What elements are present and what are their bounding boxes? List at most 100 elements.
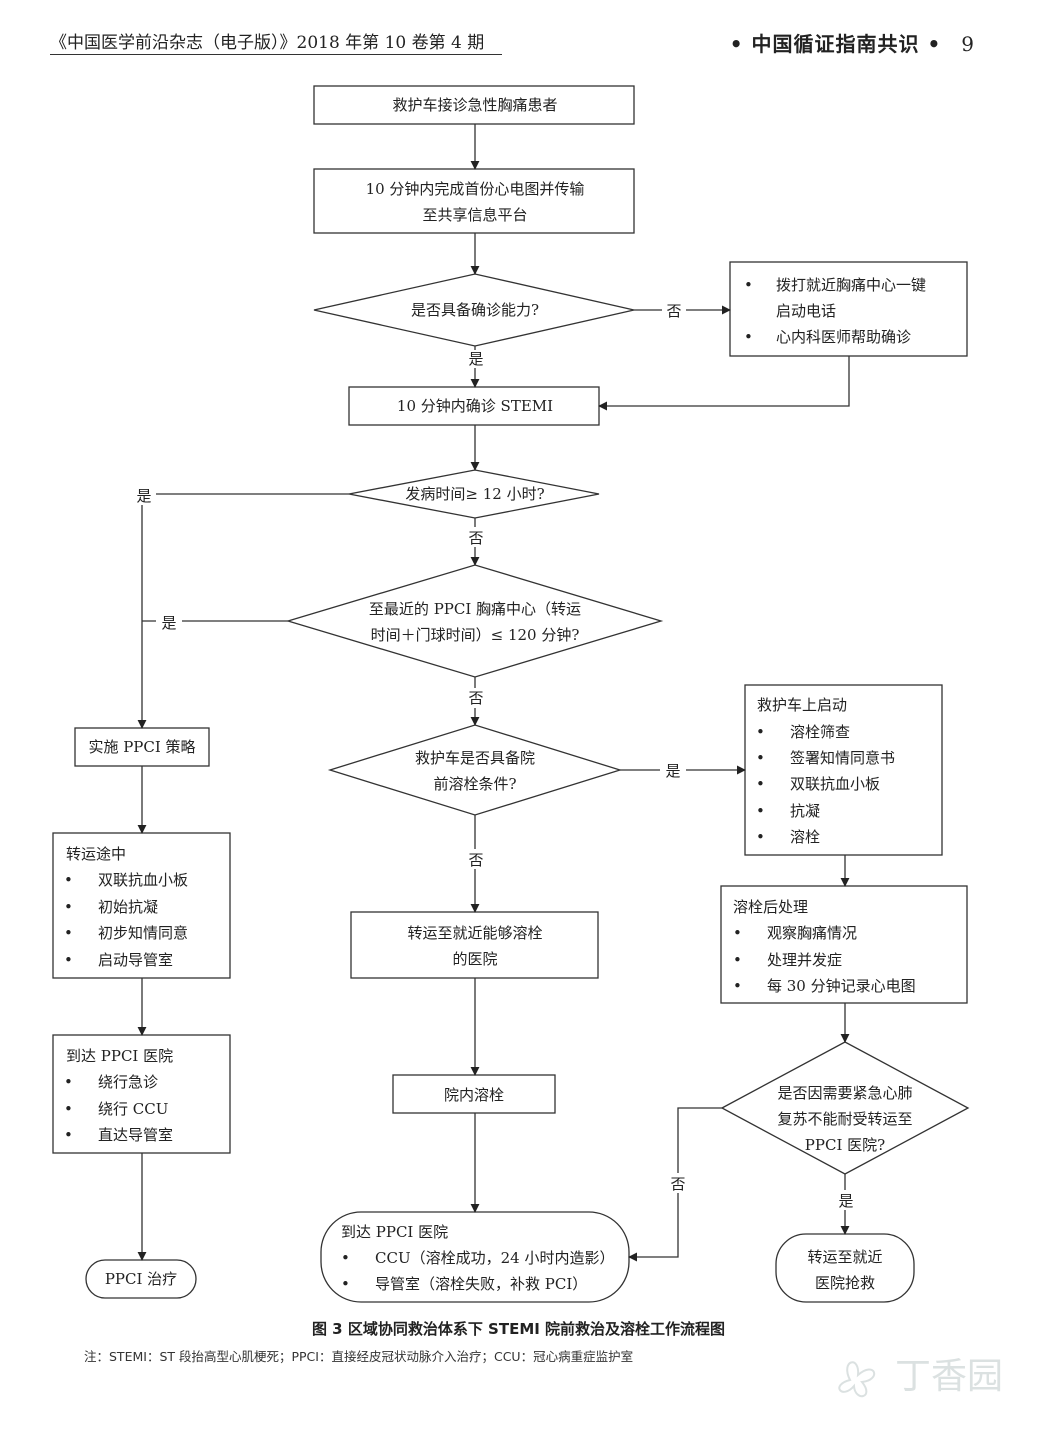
text-d3-1: 至最近的 PPCI 胸痛中心（转运	[369, 600, 581, 618]
bullet: •	[756, 749, 765, 767]
bullet: •	[756, 828, 765, 846]
text-transit-item: 初始抗凝	[98, 898, 158, 916]
box-in-hospital-thrombolysis	[392, 1074, 556, 1114]
bullet: •	[756, 775, 765, 793]
decision-cpr-transfer	[720, 1041, 970, 1175]
figure-caption: 图 3 区域协同救治体系下 STEMI 院前救治及溶栓工作流程图	[311, 1320, 726, 1338]
text-post-item: 每 30 分钟记录心电图	[767, 977, 916, 995]
bullet: •	[733, 977, 742, 995]
bullet: •	[341, 1275, 350, 1293]
text-side1-2: 启动电话	[776, 302, 836, 320]
text-arrive-title: 到达 PPCI 医院	[66, 1047, 173, 1065]
decision-ppci-time	[285, 564, 664, 678]
text-transit-title: 转运途中	[66, 845, 126, 863]
text-side1-1: 拨打就近胸痛中心一键	[776, 276, 926, 294]
bullet: •	[744, 328, 753, 346]
header-underline	[50, 54, 502, 55]
label-yes-d5: 是	[838, 1192, 853, 1210]
text-d2: 发病时间≥ 12 小时?	[405, 485, 544, 503]
box-transfer-nearest	[350, 911, 599, 979]
text-arrive2-item: 导管室（溶栓失败，补救 PCI）	[375, 1275, 587, 1293]
text-nearest-1: 转运至就近	[807, 1248, 882, 1266]
box-in-transit	[52, 832, 231, 979]
text-onboard-title: 救护车上启动	[757, 696, 847, 714]
text-post-item: 处理并发症	[767, 951, 842, 969]
bullet: •	[744, 276, 753, 294]
page-number: 9	[961, 32, 975, 56]
text-onboard-item: 签署知情同意书	[790, 749, 895, 767]
bullet: •	[341, 1249, 350, 1267]
text-ecg-2: 至共享信息平台	[422, 206, 527, 224]
text-arrive2-item: CCU（溶栓成功，24 小时内造影）	[375, 1249, 614, 1267]
box-ambulance-receive	[313, 85, 635, 125]
text-ppci-treatment: PPCI 治疗	[105, 1270, 177, 1288]
text-side1-3: 心内科医师帮助确诊	[776, 328, 911, 346]
text-nearest-2: 医院抢救	[815, 1274, 875, 1292]
text-transfer-1: 转运至就近能够溶栓	[407, 924, 542, 942]
text-d3-2: 时间＋门球时间）≤ 120 分钟?	[371, 626, 580, 644]
text-d4-2: 前溶栓条件?	[433, 775, 516, 793]
journal-header: 《中国医学前沿杂志（电子版）》2018 年第 10 卷第 4 期	[50, 33, 485, 53]
text-ambulance-receive: 救护车接诊急性胸痛患者	[392, 96, 557, 114]
text-d5-2: 复苏不能耐受转运至	[777, 1110, 912, 1128]
bullet: •	[756, 802, 765, 820]
decision-prehospital-thrombolysis	[327, 724, 623, 816]
text-transfer-2: 的医院	[452, 950, 497, 968]
section-title: • 中国循证指南共识 •	[729, 32, 942, 56]
bullet: •	[756, 723, 765, 741]
text-stemi-confirm: 10 分钟内确诊 STEMI	[397, 397, 553, 415]
text-d5-1: 是否因需要紧急心肺	[777, 1084, 912, 1102]
box-post-thrombolysis	[720, 885, 968, 1004]
label-yes-d1: 是	[468, 350, 483, 368]
label-no-d3: 否	[468, 689, 483, 707]
box-ppci-strategy	[74, 727, 210, 767]
text-ppci-strategy: 实施 PPCI 策略	[88, 738, 195, 756]
arrow-yes-d2	[137, 493, 349, 729]
bullet: •	[64, 1100, 73, 1118]
text-onboard-item: 溶栓筛查	[790, 723, 850, 741]
text-onboard-item: 抗凝	[790, 802, 820, 820]
text-d4-1: 救护车是否具备院	[415, 749, 535, 767]
bullet: •	[64, 898, 73, 916]
text-post-title: 溶栓后处理	[733, 898, 808, 916]
bullet: •	[64, 951, 73, 969]
figure-note: 注：STEMI：ST 段抬高型心肌梗死；PPCI：直接经皮冠状动脉介入治疗；CC…	[84, 1349, 634, 1364]
text-arrive-item: 绕行 CCU	[98, 1100, 168, 1118]
bullet: •	[64, 871, 73, 889]
label-no-d2: 否	[468, 529, 483, 547]
box-stemi-confirm	[348, 386, 600, 426]
text-transit-item: 双联抗血小板	[98, 871, 188, 889]
text-onboard-item: 溶栓	[790, 828, 820, 846]
arrow-side-back	[598, 356, 850, 411]
decision-onset-time	[348, 469, 600, 519]
text-d1: 是否具备确诊能力?	[411, 301, 539, 319]
text-arrive2-title: 到达 PPCI 医院	[341, 1223, 448, 1241]
watermark-logo: 丁香园	[838, 1356, 1003, 1397]
bullet: •	[733, 951, 742, 969]
label-yes-d2: 是	[136, 487, 151, 505]
text-d5-3: PPCI 医院?	[805, 1136, 885, 1154]
label-yes-d4: 是	[665, 762, 680, 780]
text-transit-item: 启动导管室	[98, 951, 173, 969]
box-onboard-start	[744, 684, 943, 856]
watermark-text: 丁香园	[895, 1356, 1003, 1397]
text-in-hospital: 院内溶栓	[444, 1086, 504, 1104]
box-ecg	[313, 168, 635, 234]
label-no-d5: 否	[670, 1175, 685, 1193]
label-no-d1: 否	[666, 302, 681, 320]
bullet: •	[64, 1126, 73, 1144]
box-arrive-ppci	[52, 1034, 231, 1154]
text-arrive-item: 直达导管室	[98, 1126, 173, 1144]
box-call-center	[729, 261, 968, 357]
text-post-item: 观察胸痛情况	[767, 924, 857, 942]
section-header: • 中国循证指南共识 • 9	[730, 28, 975, 57]
bullet: •	[64, 924, 73, 942]
text-transit-item: 初步知情同意	[98, 924, 188, 942]
label-no-d4: 否	[468, 851, 483, 869]
text-ecg-1: 10 分钟内完成首份心电图并传输	[366, 180, 585, 198]
text-arrive-item: 绕行急诊	[98, 1073, 158, 1091]
bullet: •	[733, 924, 742, 942]
text-onboard-item: 双联抗血小板	[790, 775, 880, 793]
label-yes-d3: 是	[161, 614, 176, 632]
